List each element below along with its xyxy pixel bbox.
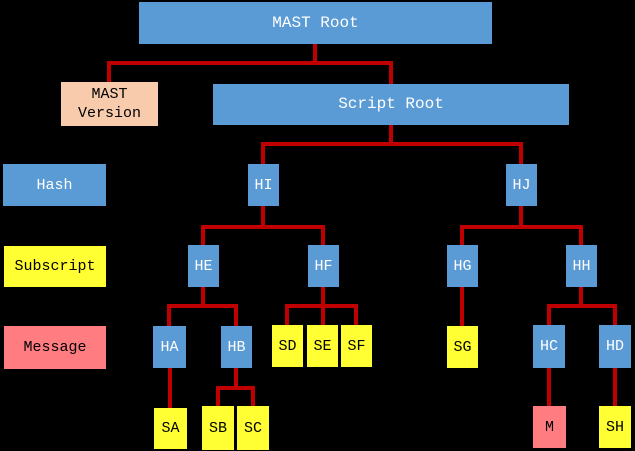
- node-se: SE: [307, 325, 338, 367]
- node-sh: SH: [599, 406, 631, 448]
- edge-hh-drop-in: [579, 225, 583, 245]
- edge-sb-drop-in: [216, 386, 220, 406]
- edge-hg-drop-in: [460, 225, 464, 245]
- edge-hf-drop-in: [321, 225, 325, 245]
- edge-script-root-drop-in: [389, 61, 393, 84]
- legend-message: Message: [4, 326, 106, 369]
- node-he: HE: [188, 245, 219, 287]
- edge-hd-drop: [613, 368, 617, 406]
- node-sg: SG: [447, 326, 478, 368]
- edge-hg-drop: [460, 287, 464, 326]
- edge-hb-drop: [234, 368, 238, 390]
- edge-ha-drop-in: [167, 304, 171, 326]
- edge-hj-bracket: [460, 225, 583, 229]
- edge-hb-drop-in: [234, 304, 238, 326]
- node-hd: HD: [599, 325, 631, 368]
- edge-he-drop: [201, 287, 205, 308]
- legend-subscript: Subscript: [4, 246, 106, 287]
- node-hj: HJ: [506, 164, 537, 206]
- edge-sd-drop-in: [285, 304, 289, 325]
- node-sb: SB: [202, 406, 234, 450]
- node-mast-root: MAST Root: [139, 2, 492, 44]
- legend-hash: Hash: [3, 164, 106, 206]
- edge-sc-drop-in: [251, 386, 255, 406]
- edge-hj-drop-in: [519, 142, 523, 164]
- edge-hd-drop-in: [613, 304, 617, 325]
- node-hi: HI: [248, 164, 279, 206]
- edge-hf-bracket: [285, 304, 358, 308]
- edge-hj-drop: [519, 206, 523, 229]
- edge-script-root-drop: [389, 125, 393, 146]
- node-hh: HH: [566, 245, 597, 287]
- edge-hh-bracket: [547, 304, 617, 308]
- node-sf: SF: [341, 325, 372, 367]
- edge-hi-drop-in: [261, 142, 265, 164]
- edge-hb-bracket: [216, 386, 255, 390]
- node-script-root: Script Root: [213, 84, 569, 125]
- edge-hi-drop: [261, 206, 265, 229]
- edge-mast-version-drop: [107, 61, 111, 82]
- node-mast-version: MAST Version: [61, 82, 158, 126]
- edge-hc-drop-in: [547, 304, 551, 325]
- edge-mast-root-drop: [313, 44, 317, 65]
- node-hc: HC: [533, 325, 565, 368]
- edge-he-drop-in: [201, 225, 205, 245]
- node-sd: SD: [272, 325, 303, 367]
- edge-ha-drop: [168, 368, 172, 408]
- edge-script-bracket: [261, 142, 523, 146]
- node-hf: HF: [308, 245, 339, 287]
- node-hb: HB: [221, 326, 252, 368]
- edge-hi-bracket: [201, 225, 325, 229]
- node-ha: HA: [153, 326, 186, 368]
- node-sc: SC: [237, 406, 269, 450]
- node-sa: SA: [154, 408, 187, 449]
- edge-hc-drop: [547, 368, 551, 406]
- node-m: M: [533, 406, 566, 448]
- edge-hh-drop: [579, 287, 583, 308]
- node-hg: HG: [447, 245, 478, 287]
- edge-root-bracket: [107, 61, 393, 65]
- edge-he-bracket: [167, 304, 238, 308]
- edge-sf-drop-in: [354, 304, 358, 325]
